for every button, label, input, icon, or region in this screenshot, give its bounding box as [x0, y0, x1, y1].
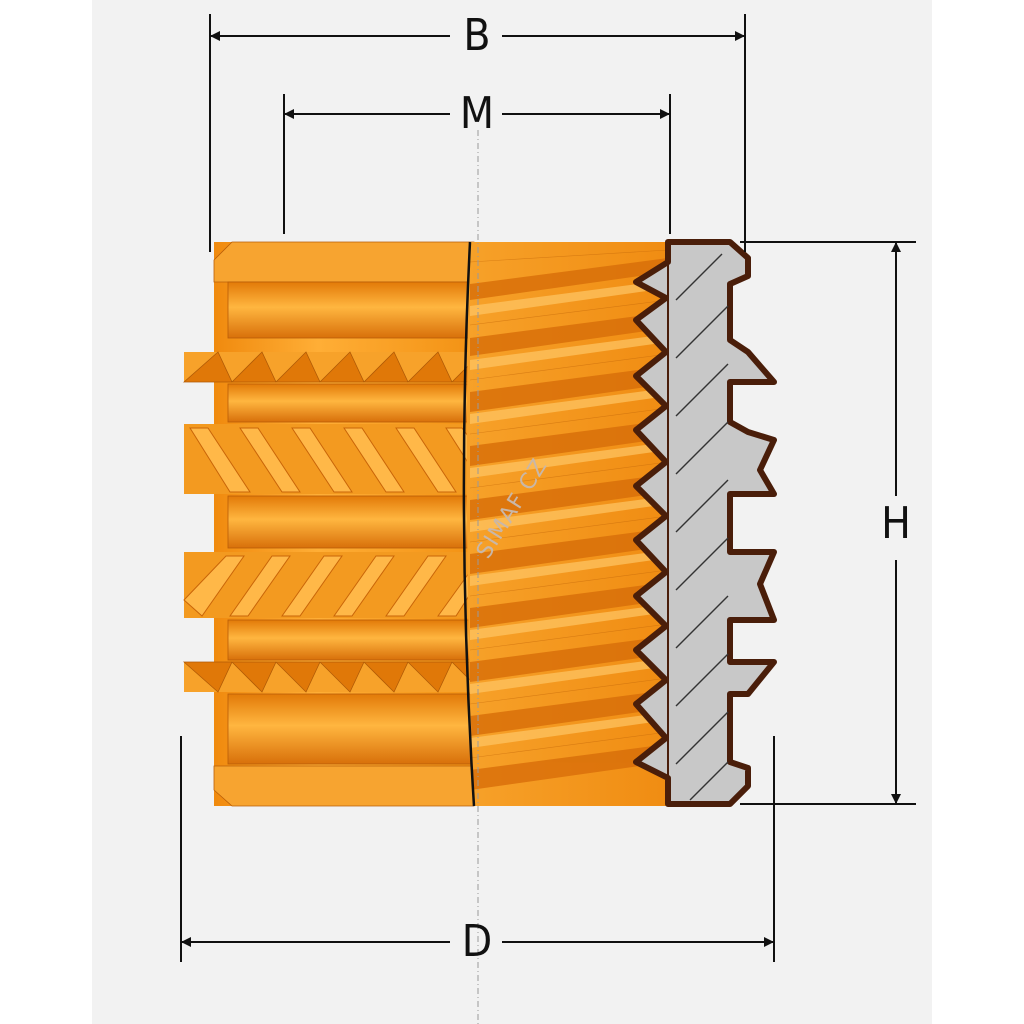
dimension-label-b: B — [463, 10, 490, 61]
insert-thread-right — [462, 241, 668, 807]
dimension-lines — [180, 14, 916, 962]
insert-cross-section — [633, 239, 777, 807]
dimension-label-h: H — [881, 498, 911, 549]
dimension-label-d: D — [462, 916, 493, 967]
dimension-label-m: M — [460, 88, 494, 139]
section-split-line — [462, 241, 476, 807]
insert-exterior-left — [182, 241, 475, 807]
